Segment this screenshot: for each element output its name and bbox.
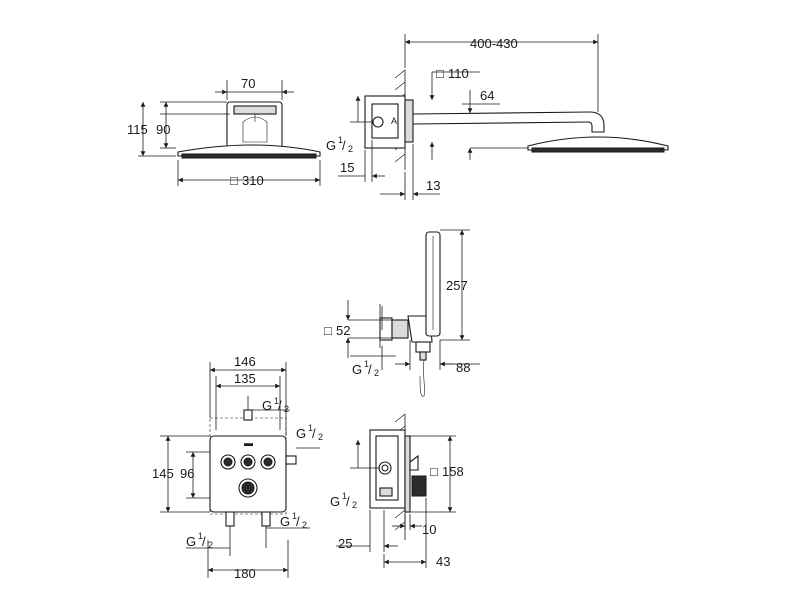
fraction-slash-right: / (312, 426, 316, 441)
dim-height-90: 90 (156, 122, 170, 137)
dim-width-146: 146 (234, 354, 256, 369)
thermostat-side-view: □ 158 G 1 / 2 10 25 43 (330, 413, 464, 569)
dim-flange-52: 52 (336, 323, 350, 338)
thread-g-side: G (330, 494, 340, 509)
dim-total-43: 43 (436, 554, 450, 569)
head-shower-side-view: A 400-430 □ 110 64 G 1 / 2 (326, 34, 669, 200)
logo-mark: ▬ (244, 438, 253, 448)
dim-offset-64: 64 (480, 88, 494, 103)
fraction-slash-top: / (278, 398, 282, 413)
square-symbol-158: □ (430, 464, 438, 479)
fraction-den-top: 2 (284, 404, 289, 414)
thread-g-lower-right: G (280, 514, 290, 529)
thread-g-right: G (296, 426, 306, 441)
button-3-icon (263, 457, 273, 467)
fraction-num-side: 1 (342, 491, 347, 501)
thermostat-front-view: ▬ 146 135 145 96 G 1 / 2 G 1 / (152, 354, 323, 581)
fraction-slash-ll: / (202, 534, 206, 549)
thread-g-top: G (262, 398, 272, 413)
thread-g-lower-left: G (186, 534, 196, 549)
fraction-num-ll: 1 (198, 531, 203, 541)
button-2-icon (243, 457, 253, 467)
fraction-den-right: 2 (318, 432, 323, 442)
dim-depth-88: 88 (456, 360, 470, 375)
fraction-num-lr: 1 (292, 511, 297, 521)
square-symbol: □ (230, 173, 238, 188)
button-1-icon (223, 457, 233, 467)
fraction-num-right: 1 (308, 423, 313, 433)
box-mark: A (391, 116, 397, 126)
hand-shower-view: 257 □ 52 G 1 / 2 88 (324, 229, 480, 397)
dim-width-135: 135 (234, 371, 256, 386)
dim-width-180: 180 (234, 566, 256, 581)
dim-height-145: 145 (152, 466, 174, 481)
dim-size-158: 158 (442, 464, 464, 479)
dim-width-70: 70 (241, 76, 255, 91)
head-shower-top-view: 70 115 90 □ 310 (127, 76, 321, 188)
dim-arm-length: 400-430 (470, 36, 518, 51)
fraction-slash-hand: / (368, 362, 372, 377)
fraction-num-top: 1 (274, 396, 279, 406)
fraction-den-ll: 2 (208, 540, 213, 550)
fraction-num-hand: 1 (364, 359, 369, 369)
dim-cover-10: 10 (422, 522, 436, 537)
dim-height-96: 96 (180, 466, 194, 481)
thread-g-head: G (326, 138, 336, 153)
dim-flange-110: 110 (448, 66, 469, 81)
knob-icon (241, 481, 255, 495)
dim-depth-15: 15 (340, 160, 354, 175)
knob-side-icon (411, 475, 427, 497)
fraction-den-lr: 2 (302, 520, 307, 530)
dim-depth-25: 25 (338, 536, 352, 551)
thread-g-hand: G (352, 362, 362, 377)
fraction-den-side: 2 (352, 500, 357, 510)
fraction-slash: / (342, 138, 346, 153)
dim-diameter-310: 310 (242, 173, 264, 188)
fraction-den-hand: 2 (374, 368, 379, 378)
fraction-den: 2 (348, 144, 353, 154)
fraction-num: 1 (338, 135, 343, 145)
square-symbol-110: □ (436, 66, 444, 81)
dim-length-257: 257 (446, 278, 468, 293)
dim-height-115: 115 (127, 122, 148, 137)
fraction-slash-lr: / (296, 514, 300, 529)
dim-cover-13: 13 (426, 178, 440, 193)
fraction-slash-side: / (346, 494, 350, 509)
square-symbol-52: □ (324, 323, 332, 338)
